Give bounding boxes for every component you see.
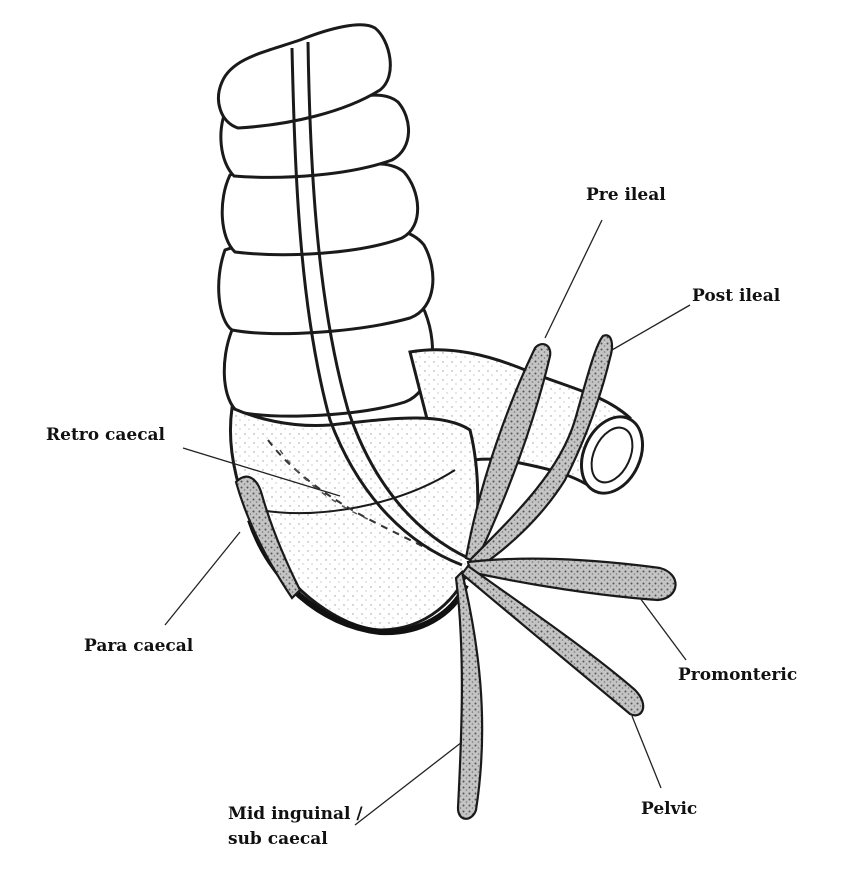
leader-promonteric [640,598,686,660]
label-para-caecal: Para caecal [84,635,193,657]
leader-para-caecal [165,532,240,625]
label-pre-ileal: Pre ileal [586,184,666,206]
label-promonteric: Promonteric [678,664,797,686]
ascending-colon [219,25,433,416]
label-mid-inguinal-line1: Mid inguinal / [228,803,363,825]
label-retro-caecal: Retro caecal [46,424,165,446]
label-pelvic: Pelvic [641,798,697,820]
label-mid-inguinal-line2: sub caecal [228,828,328,850]
leader-pelvic [632,716,661,788]
leader-post-ileal [612,305,690,350]
appendix-mid-inguinal [456,572,482,819]
label-post-ileal: Post ileal [692,285,780,307]
leader-mid-inguinal [355,742,462,825]
leader-pre-ileal [545,220,602,338]
